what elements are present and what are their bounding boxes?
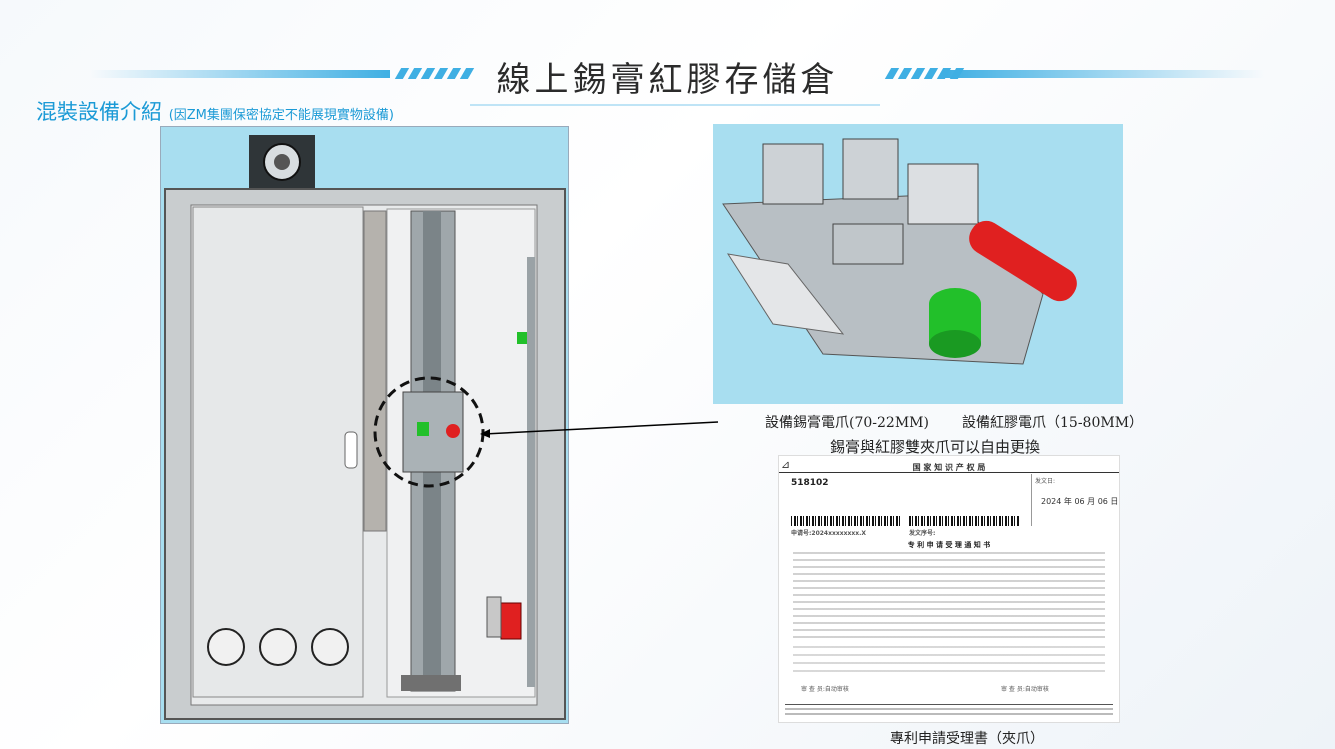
gripper-render <box>722 138 1077 365</box>
title-underline <box>470 104 880 106</box>
machine-drawing <box>164 135 566 720</box>
barcode-left <box>791 516 901 526</box>
label-glue-gripper: 設備紅膠電爪（15-80MM） <box>962 415 1144 431</box>
patent-document: ⊿ 国 家 知 识 产 权 局 518102 发文日: 2024 年 06 月 … <box>778 455 1120 723</box>
authority-name: 国 家 知 识 产 权 局 <box>912 463 986 472</box>
label-solder-gripper: 設備錫膏電爪(70-22MM) <box>765 415 929 431</box>
date-box-divider <box>1031 474 1032 526</box>
notice-body-text <box>793 552 1105 638</box>
examiner-left: 审 查 员:自动审核 <box>801 686 849 694</box>
send-date-label: 发文日: <box>1035 478 1056 485</box>
gripper-swap-note: 錫膏與紅膠雙夾爪可以自由更換 <box>830 438 1041 456</box>
app-number-field: 申请号:2024xxxxxxxx.X <box>791 530 866 538</box>
app-number-label: 申请号: <box>791 530 812 537</box>
page-title: 線上錫膏紅膠存儲倉 <box>496 60 839 100</box>
callout-arrow <box>480 421 719 438</box>
examiner-right: 审 查 员:自动审核 <box>1001 686 1049 694</box>
subtitle-note: (因ZM集團保密協定不能展現實物設備) <box>168 108 394 123</box>
examiner-right-label: 审 查 员: <box>1001 686 1025 693</box>
notice-title: 专 利 申 请 受 理 通 知 书 <box>907 541 991 549</box>
barcode-right <box>909 516 1019 526</box>
footer-text <box>785 708 1113 718</box>
send-date: 2024 年 06 月 06 日 <box>1041 497 1119 506</box>
footer-rule <box>785 704 1113 705</box>
title-bar-right <box>945 70 1265 78</box>
examiner-left-value: 自动审核 <box>824 686 849 693</box>
notice-remarks-text <box>793 646 1105 676</box>
patent-caption: 專利申請受理書（夾爪） <box>890 731 1044 747</box>
doc-number: 518102 <box>791 478 829 488</box>
authority-logo-icon: ⊿ <box>781 458 791 471</box>
header-rule <box>779 472 1119 473</box>
examiner-right-value: 自动审核 <box>1024 686 1049 693</box>
examiner-left-label: 审 查 员: <box>801 686 825 693</box>
section-subtitle: 混裝設備介紹 (因ZM集團保密協定不能展現實物設備) <box>36 96 394 126</box>
title-bar-left <box>90 70 390 78</box>
send-number-label: 发文序号: <box>909 530 936 537</box>
machine-drawing-panel <box>160 126 569 724</box>
app-number: 2024xxxxxxxx.X <box>811 530 866 537</box>
subtitle-text: 混裝設備介紹 <box>36 100 162 124</box>
gripper-render-panel <box>713 124 1123 404</box>
